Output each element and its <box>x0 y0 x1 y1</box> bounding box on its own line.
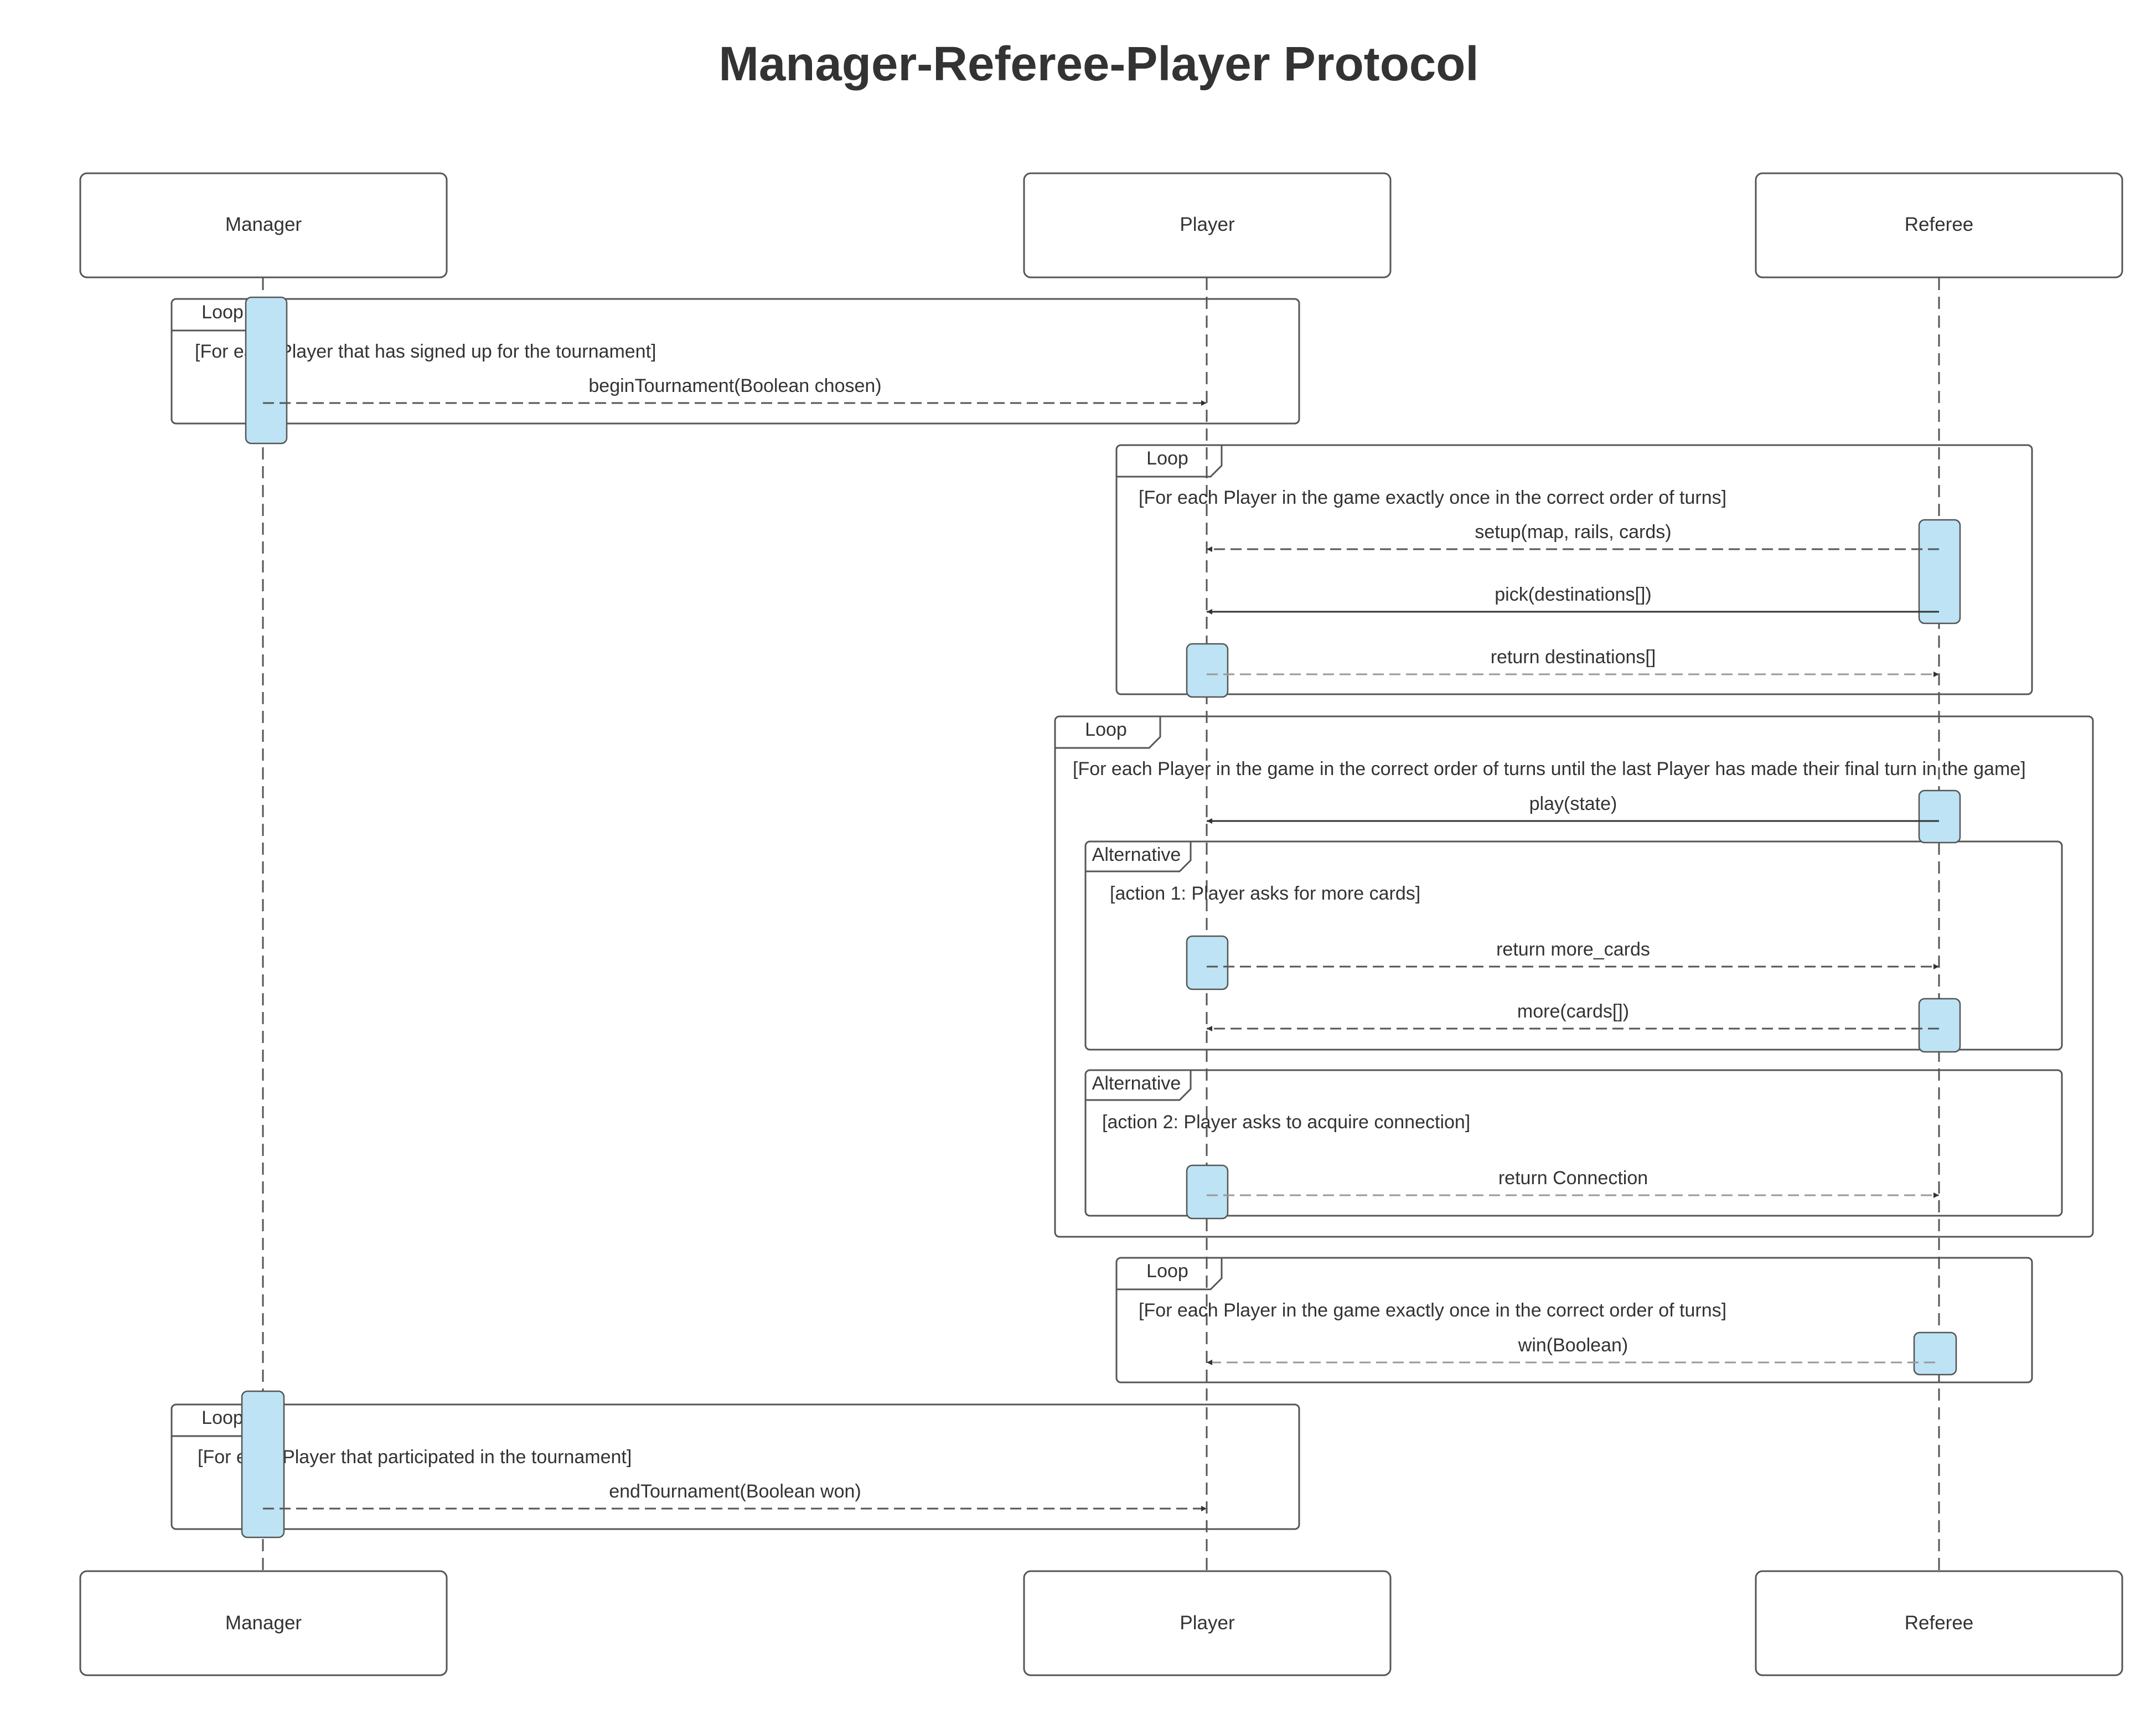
message-play: play(state) <box>1207 793 1939 824</box>
activation-bar-player <box>1186 1164 1229 1220</box>
participant-label: Manager <box>225 1612 302 1634</box>
activation-bar-player <box>1186 643 1229 698</box>
participant-manager-bottom: Manager <box>79 1570 448 1676</box>
frame-tab-label: Loop <box>201 302 244 323</box>
participant-label: Referee <box>1905 1612 1974 1634</box>
activation-bar-referee <box>1918 789 1961 844</box>
message-label: setup(map, rails, cards) <box>1475 522 1671 543</box>
message-label: endTournament(Boolean won) <box>609 1481 861 1502</box>
message-label: more(cards[]) <box>1517 1001 1629 1022</box>
frame-guard: [action 2: Player asks to acquire connec… <box>1102 1112 1470 1133</box>
loop-frame-2: Loop [For each Player in the game exactl… <box>1115 444 2033 695</box>
participant-referee-bottom: Referee <box>1755 1570 2123 1676</box>
activation-bar-manager <box>245 296 288 445</box>
alt-frame-2: Alternative [action 2: Player asks to ac… <box>1084 1069 2063 1217</box>
participant-label: Player <box>1180 1612 1235 1634</box>
activation-bar-referee <box>1918 998 1961 1053</box>
activation-bar-manager <box>241 1390 285 1538</box>
participant-label: Manager <box>225 214 302 235</box>
message-return-destinations: return destinations[] <box>1207 647 1939 677</box>
frame-tab-label: Loop <box>1146 448 1188 469</box>
message-setup: setup(map, rails, cards) <box>1207 522 1939 552</box>
message-more: more(cards[]) <box>1207 1001 1939 1031</box>
participant-manager-top: Manager <box>79 172 448 278</box>
activation-bar-referee <box>1913 1331 1957 1376</box>
frame-guard: [For each Player in the game in the corr… <box>1073 758 2026 779</box>
participant-label: Player <box>1180 214 1235 235</box>
frame-tab-label: Loop <box>201 1407 244 1428</box>
activation-bar-referee <box>1918 519 1961 624</box>
frame-tab-label: Alternative <box>1092 1073 1181 1094</box>
message-end-tournament: endTournament(Boolean won) <box>263 1481 1207 1511</box>
frame-tab-label: Alternative <box>1092 844 1181 865</box>
frame-tab-label: Loop <box>1146 1261 1188 1282</box>
loop-frame-4: Loop [For each Player in the game exactl… <box>1115 1257 2033 1383</box>
message-label: return more_cards <box>1496 939 1650 960</box>
frame-guard: [action 1: Player asks for more cards] <box>1110 883 1420 904</box>
message-begin-tournament: beginTournament(Boolean chosen) <box>263 375 1207 406</box>
loop-frame-3: Loop [For each Player in the game in the… <box>1054 715 2094 1238</box>
participant-label: Referee <box>1905 214 1974 235</box>
message-label: play(state) <box>1529 793 1617 814</box>
loop-frame-5: Loop [For each Player that participated … <box>170 1403 1300 1530</box>
diagram-title: Manager-Referee-Player Protocol <box>718 37 1478 91</box>
frame-guard: [For each Player in the game exactly onc… <box>1139 487 1726 508</box>
message-return-connection: return Connection <box>1207 1168 1939 1198</box>
message-label: beginTournament(Boolean chosen) <box>588 375 881 396</box>
activation-bar-player <box>1186 935 1229 990</box>
message-label: return Connection <box>1498 1168 1648 1189</box>
message-pick: pick(destinations[]) <box>1207 584 1939 615</box>
participant-referee-top: Referee <box>1755 172 2123 278</box>
frame-tab-label: Loop <box>1085 719 1127 740</box>
message-label: win(Boolean) <box>1518 1335 1628 1356</box>
message-return-more-cards: return more_cards <box>1207 939 1939 969</box>
alt-frame-1: Alternative [action 1: Player asks for m… <box>1084 840 2063 1051</box>
loop-frame-1: Loop [For each Player that has signed up… <box>170 298 1300 425</box>
participant-player-bottom: Player <box>1023 1570 1392 1676</box>
participant-player-top: Player <box>1023 172 1392 278</box>
message-win: win(Boolean) <box>1207 1335 1935 1365</box>
message-label: return destinations[] <box>1491 647 1656 668</box>
frame-guard: [For each Player in the game exactly onc… <box>1139 1300 1726 1321</box>
message-label: pick(destinations[]) <box>1495 584 1651 605</box>
